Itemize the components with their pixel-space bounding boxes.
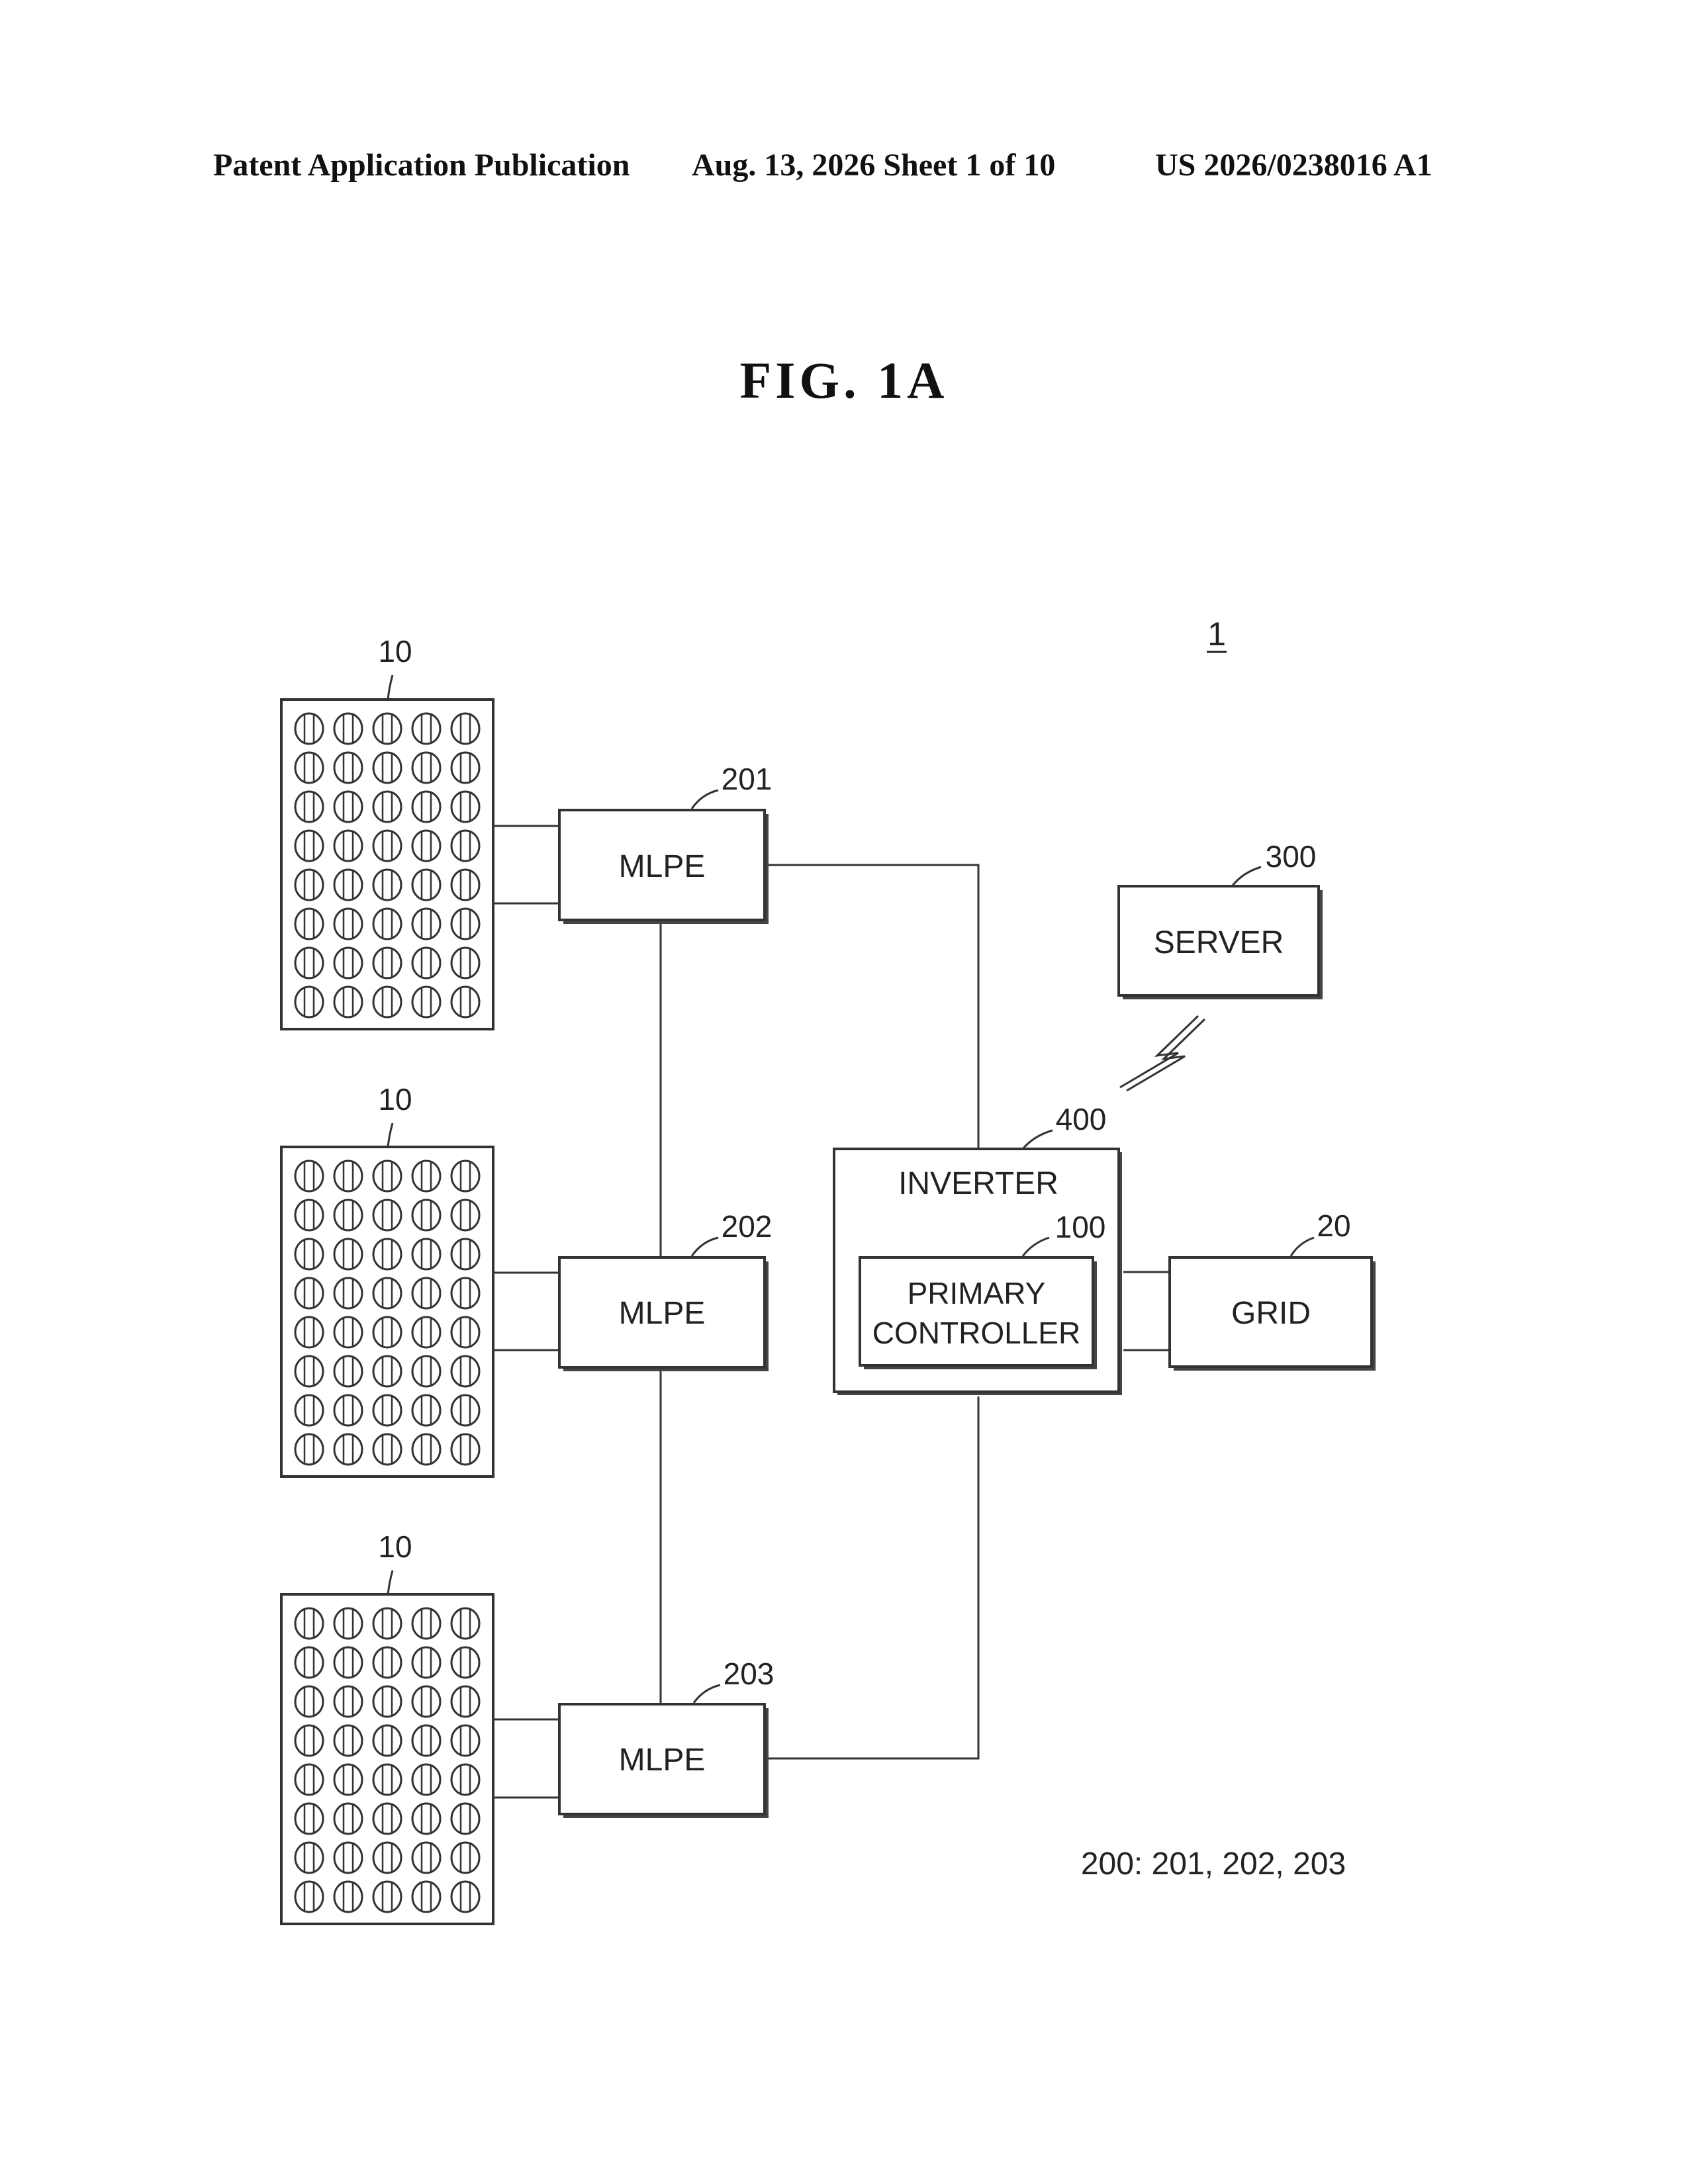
controller-ref: 100 — [1055, 1210, 1106, 1244]
mlpe-middle-block: MLPE — [559, 1257, 769, 1371]
primary-controller-block: PRIMARY CONTROLLER — [860, 1257, 1097, 1369]
server-block: SERVER — [1119, 886, 1323, 999]
solar-panel-bottom — [281, 1594, 493, 1924]
mlpe-bottom-label: MLPE — [619, 1743, 706, 1778]
mlpe-top-ref: 201 — [722, 762, 773, 796]
mlpe-middle-label: MLPE — [619, 1296, 706, 1331]
mlpe-top-label: MLPE — [619, 849, 706, 884]
grid-block: GRID — [1170, 1257, 1376, 1371]
solar-panel-top — [281, 700, 493, 1029]
panel-bottom-ref: 10 — [378, 1529, 412, 1564]
wireless-link-icon — [1120, 1016, 1205, 1091]
inverter-label: INVERTER — [898, 1166, 1058, 1201]
solar-panel-middle — [281, 1147, 493, 1477]
grid-label: GRID — [1231, 1296, 1311, 1331]
system-ref-label: 1 — [1207, 615, 1226, 653]
mlpe-bottom-ref: 203 — [724, 1657, 774, 1691]
panel-top-ref: 10 — [378, 634, 412, 668]
mlpe-top-block: MLPE — [559, 810, 769, 924]
server-ref: 300 — [1266, 839, 1317, 874]
mlpe-group-legend: 200: 201, 202, 203 — [1081, 1846, 1346, 1882]
mlpe-bottom-block: MLPE — [559, 1704, 769, 1818]
controller-label-line2: CONTROLLER — [872, 1316, 1080, 1350]
server-label: SERVER — [1154, 925, 1284, 960]
inverter-ref: 400 — [1056, 1102, 1107, 1136]
panel-middle-ref: 10 — [378, 1082, 412, 1116]
grid-ref: 20 — [1317, 1208, 1350, 1243]
mlpe-middle-ref: 202 — [722, 1209, 773, 1244]
controller-label-line1: PRIMARY — [908, 1276, 1046, 1310]
